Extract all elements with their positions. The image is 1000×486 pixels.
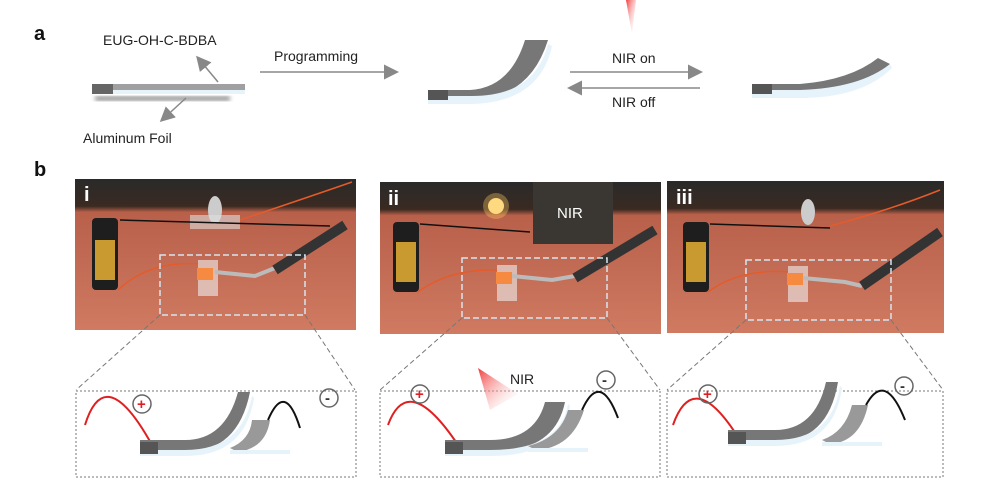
photo-ii: NIR ii xyxy=(380,182,661,334)
schematic-i: + - xyxy=(75,388,357,478)
label-nir-on: NIR on xyxy=(612,50,656,66)
arrow-polymer xyxy=(196,55,219,83)
curved-strip-relaxed xyxy=(752,58,892,98)
plus-sign: + xyxy=(137,396,146,413)
schematic-iii: + - xyxy=(666,376,944,478)
schematic-ii: + NIR - xyxy=(379,368,661,478)
photo-numeral-ii: ii xyxy=(388,188,399,210)
zoom-lines xyxy=(75,314,944,391)
label-programming: Programming xyxy=(274,48,358,64)
nir-beam-icon xyxy=(478,368,518,410)
nir-beam-icon xyxy=(626,0,636,34)
minus-sign: - xyxy=(900,378,905,395)
arrow-foil xyxy=(159,97,187,123)
label-aluminum-foil: Aluminum Foil xyxy=(83,130,172,146)
panel-label-a: a xyxy=(34,23,46,45)
label-nir-off: NIR off xyxy=(612,94,655,110)
plus-sign: + xyxy=(703,386,712,403)
curved-strip-programmed xyxy=(428,40,552,104)
schematic-nir-label: NIR xyxy=(510,371,534,387)
photo-i: i xyxy=(75,179,356,330)
photo-nir-lamp-label: NIR xyxy=(557,205,583,222)
panel-label-b: b xyxy=(34,159,46,181)
photo-numeral-i: i xyxy=(84,184,90,206)
minus-sign: - xyxy=(325,390,330,407)
flat-strip xyxy=(92,84,245,101)
photo-iii: iii xyxy=(667,181,944,333)
label-polymer-layer: EUG-OH-C-BDBA xyxy=(103,32,217,48)
photo-numeral-iii: iii xyxy=(676,187,693,209)
plus-sign: + xyxy=(415,386,424,403)
minus-sign: - xyxy=(602,372,607,389)
